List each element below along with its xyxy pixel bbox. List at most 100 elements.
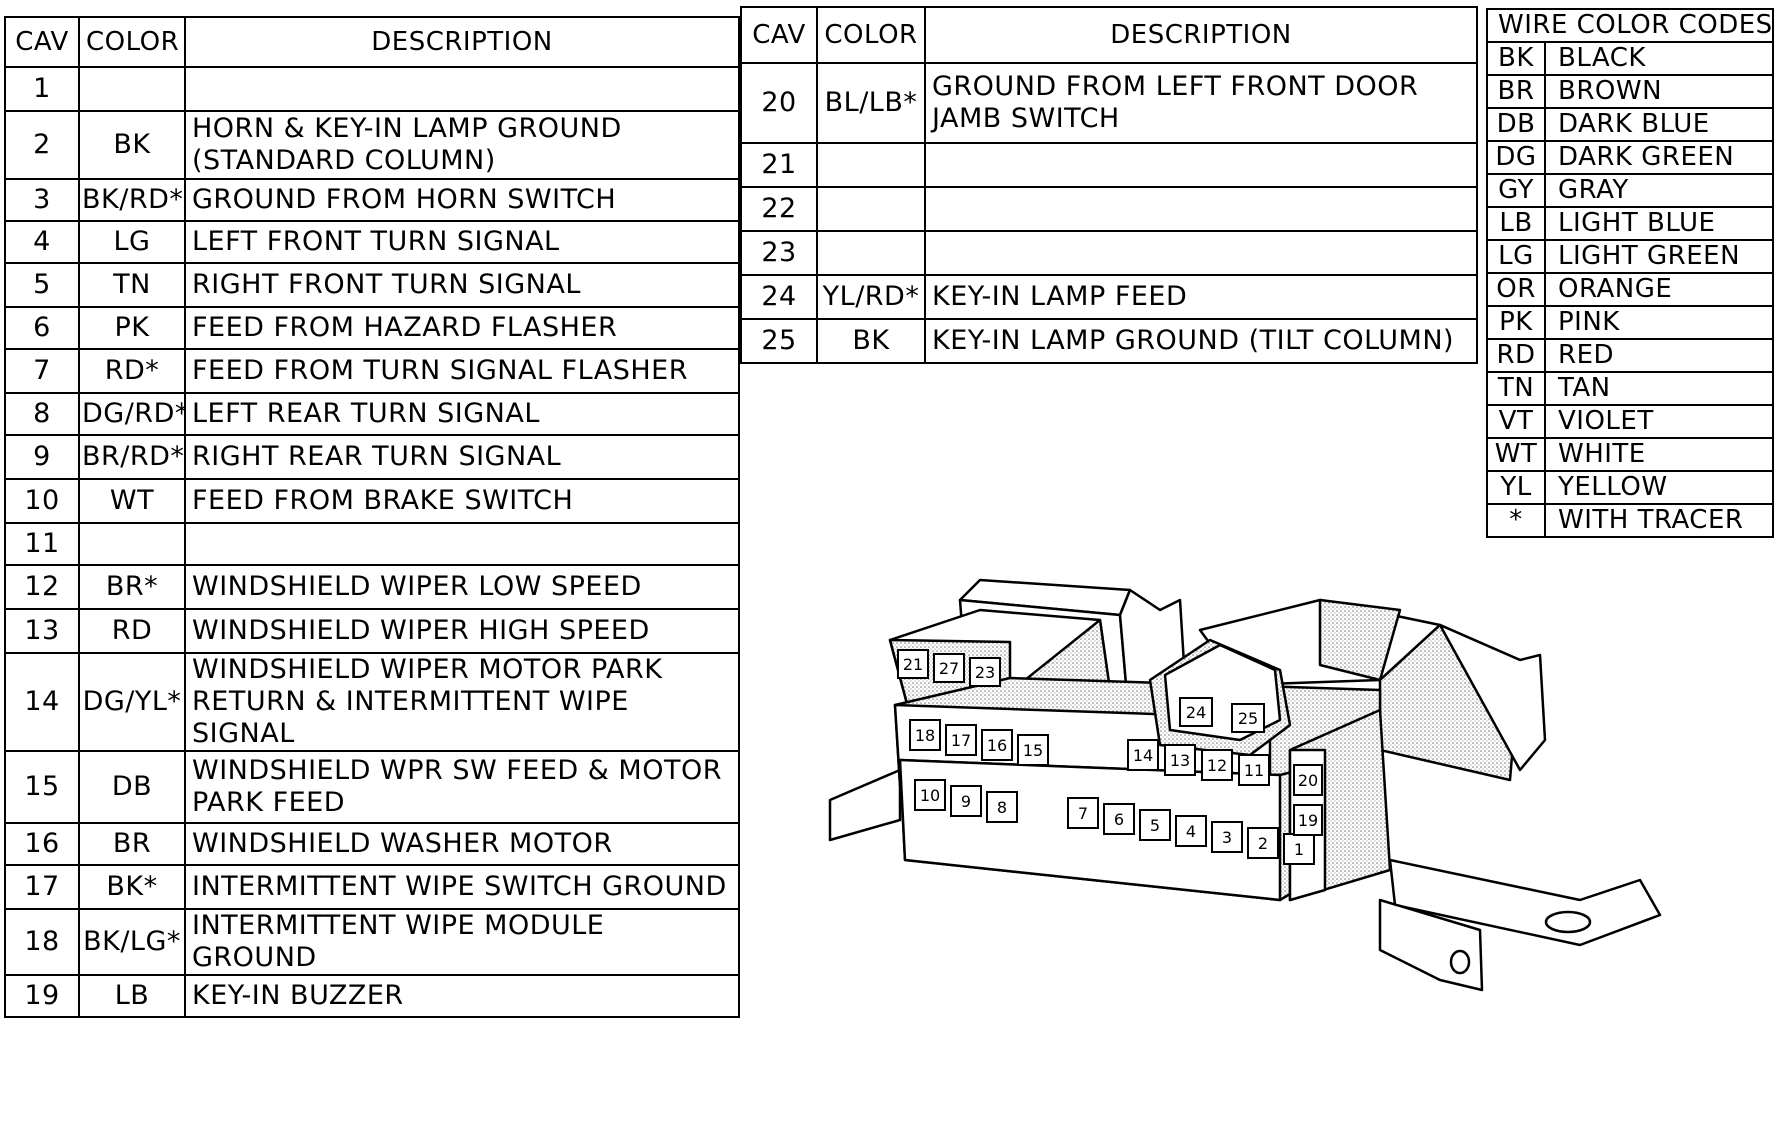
cavity-box (1179, 697, 1213, 727)
cavity-number: 10 (4, 478, 80, 524)
wire-code: WT (1486, 437, 1546, 472)
wire-color (816, 230, 926, 276)
wire-color (78, 66, 186, 112)
wire-color: BK/LG* (78, 908, 186, 976)
wire-color-name: BLACK (1544, 41, 1774, 76)
wire-color: WT (78, 478, 186, 524)
cavity-number: 8 (4, 392, 80, 436)
wire-code: RD (1486, 338, 1546, 373)
cavity-label: 19 (1298, 811, 1318, 830)
cavity-description (924, 142, 1478, 188)
wire-code: LG (1486, 239, 1546, 274)
cavity-label: 24 (1186, 703, 1206, 722)
cavity-label: 16 (987, 736, 1007, 755)
wire-color: BK (816, 318, 926, 364)
cavity-box (969, 657, 1001, 687)
cavity-box (950, 785, 982, 817)
wire-color-name: VIOLET (1544, 404, 1774, 439)
mounting-bracket (828, 768, 902, 842)
wire-color-name: TAN (1544, 371, 1774, 406)
wire-color-name: BROWN (1544, 74, 1774, 109)
wire-code: YL (1486, 470, 1546, 505)
cavity-number: 16 (4, 822, 80, 866)
cavity-number: 22 (740, 186, 818, 232)
cavity-number: 15 (4, 750, 80, 824)
wire-code: BK (1486, 41, 1546, 76)
cavity-box (933, 653, 965, 683)
cavity-box (1067, 797, 1099, 829)
cavity-label: 3 (1222, 828, 1232, 847)
cavity-number: 2 (4, 110, 80, 180)
header-description: DESCRIPTION (924, 6, 1478, 64)
cavity-box (945, 724, 977, 756)
cavity-box (1103, 803, 1135, 835)
wire-code: GY (1486, 173, 1546, 208)
cavity-description: WINDSHIELD WIPER HIGH SPEED (184, 608, 740, 654)
wire-color-name: PINK (1544, 305, 1774, 340)
cavity-label: 11 (1244, 761, 1264, 780)
table-row: 22 (740, 186, 1478, 232)
table-row: 11 (4, 522, 740, 566)
header-color: COLOR (78, 16, 186, 68)
cavity-description: FEED FROM TURN SIGNAL FLASHER (184, 348, 740, 394)
cavity-description: WINDSHIELD WASHER MOTOR (184, 822, 740, 866)
cavity-label: 12 (1207, 756, 1227, 775)
cavity-description (184, 66, 740, 112)
wire-color: RD (78, 608, 186, 654)
cavity-description (184, 522, 740, 566)
wire-code: VT (1486, 404, 1546, 439)
cavity-number: 20 (740, 62, 818, 144)
wire-color: BK/RD* (78, 178, 186, 222)
cavity-box (981, 729, 1013, 761)
cavity-description: HORN & KEY-IN LAMP GROUND (STANDARD COLU… (184, 110, 740, 180)
wire-color-name: GRAY (1544, 173, 1774, 208)
cavity-description (924, 230, 1478, 276)
wire-code: OR (1486, 272, 1546, 307)
wire-code-row: *WITH TRACER (1486, 503, 1774, 538)
cavity-description: GROUND FROM HORN SWITCH (184, 178, 740, 222)
wire-code: PK (1486, 305, 1546, 340)
cavity-number: 24 (740, 274, 818, 320)
cavity-label: 20 (1298, 771, 1318, 790)
cavity-number: 1 (4, 66, 80, 112)
wire-color-name: RED (1544, 338, 1774, 373)
cavity-number: 23 (740, 230, 818, 276)
cavity-description: FEED FROM HAZARD FLASHER (184, 306, 740, 350)
wire-color: LB (78, 974, 186, 1018)
cavity-box (897, 649, 929, 679)
header-cav: CAV (4, 16, 80, 68)
cavity-number: 4 (4, 220, 80, 264)
cavity-box (1017, 734, 1049, 766)
cavity-box (1127, 739, 1159, 771)
wire-color (816, 186, 926, 232)
cavity-box (1139, 809, 1171, 841)
cavity-number: 17 (4, 864, 80, 910)
cavity-box (1175, 815, 1207, 847)
cavity-number: 5 (4, 262, 80, 308)
cavity-description: KEY-IN LAMP FEED (924, 274, 1478, 320)
cavity-description: INTERMITTENT WIPE SWITCH GROUND (184, 864, 740, 910)
cavity-description: LEFT REAR TURN SIGNAL (184, 392, 740, 436)
wire-color-name: WHITE (1544, 437, 1774, 472)
cavity-box (1164, 744, 1196, 776)
